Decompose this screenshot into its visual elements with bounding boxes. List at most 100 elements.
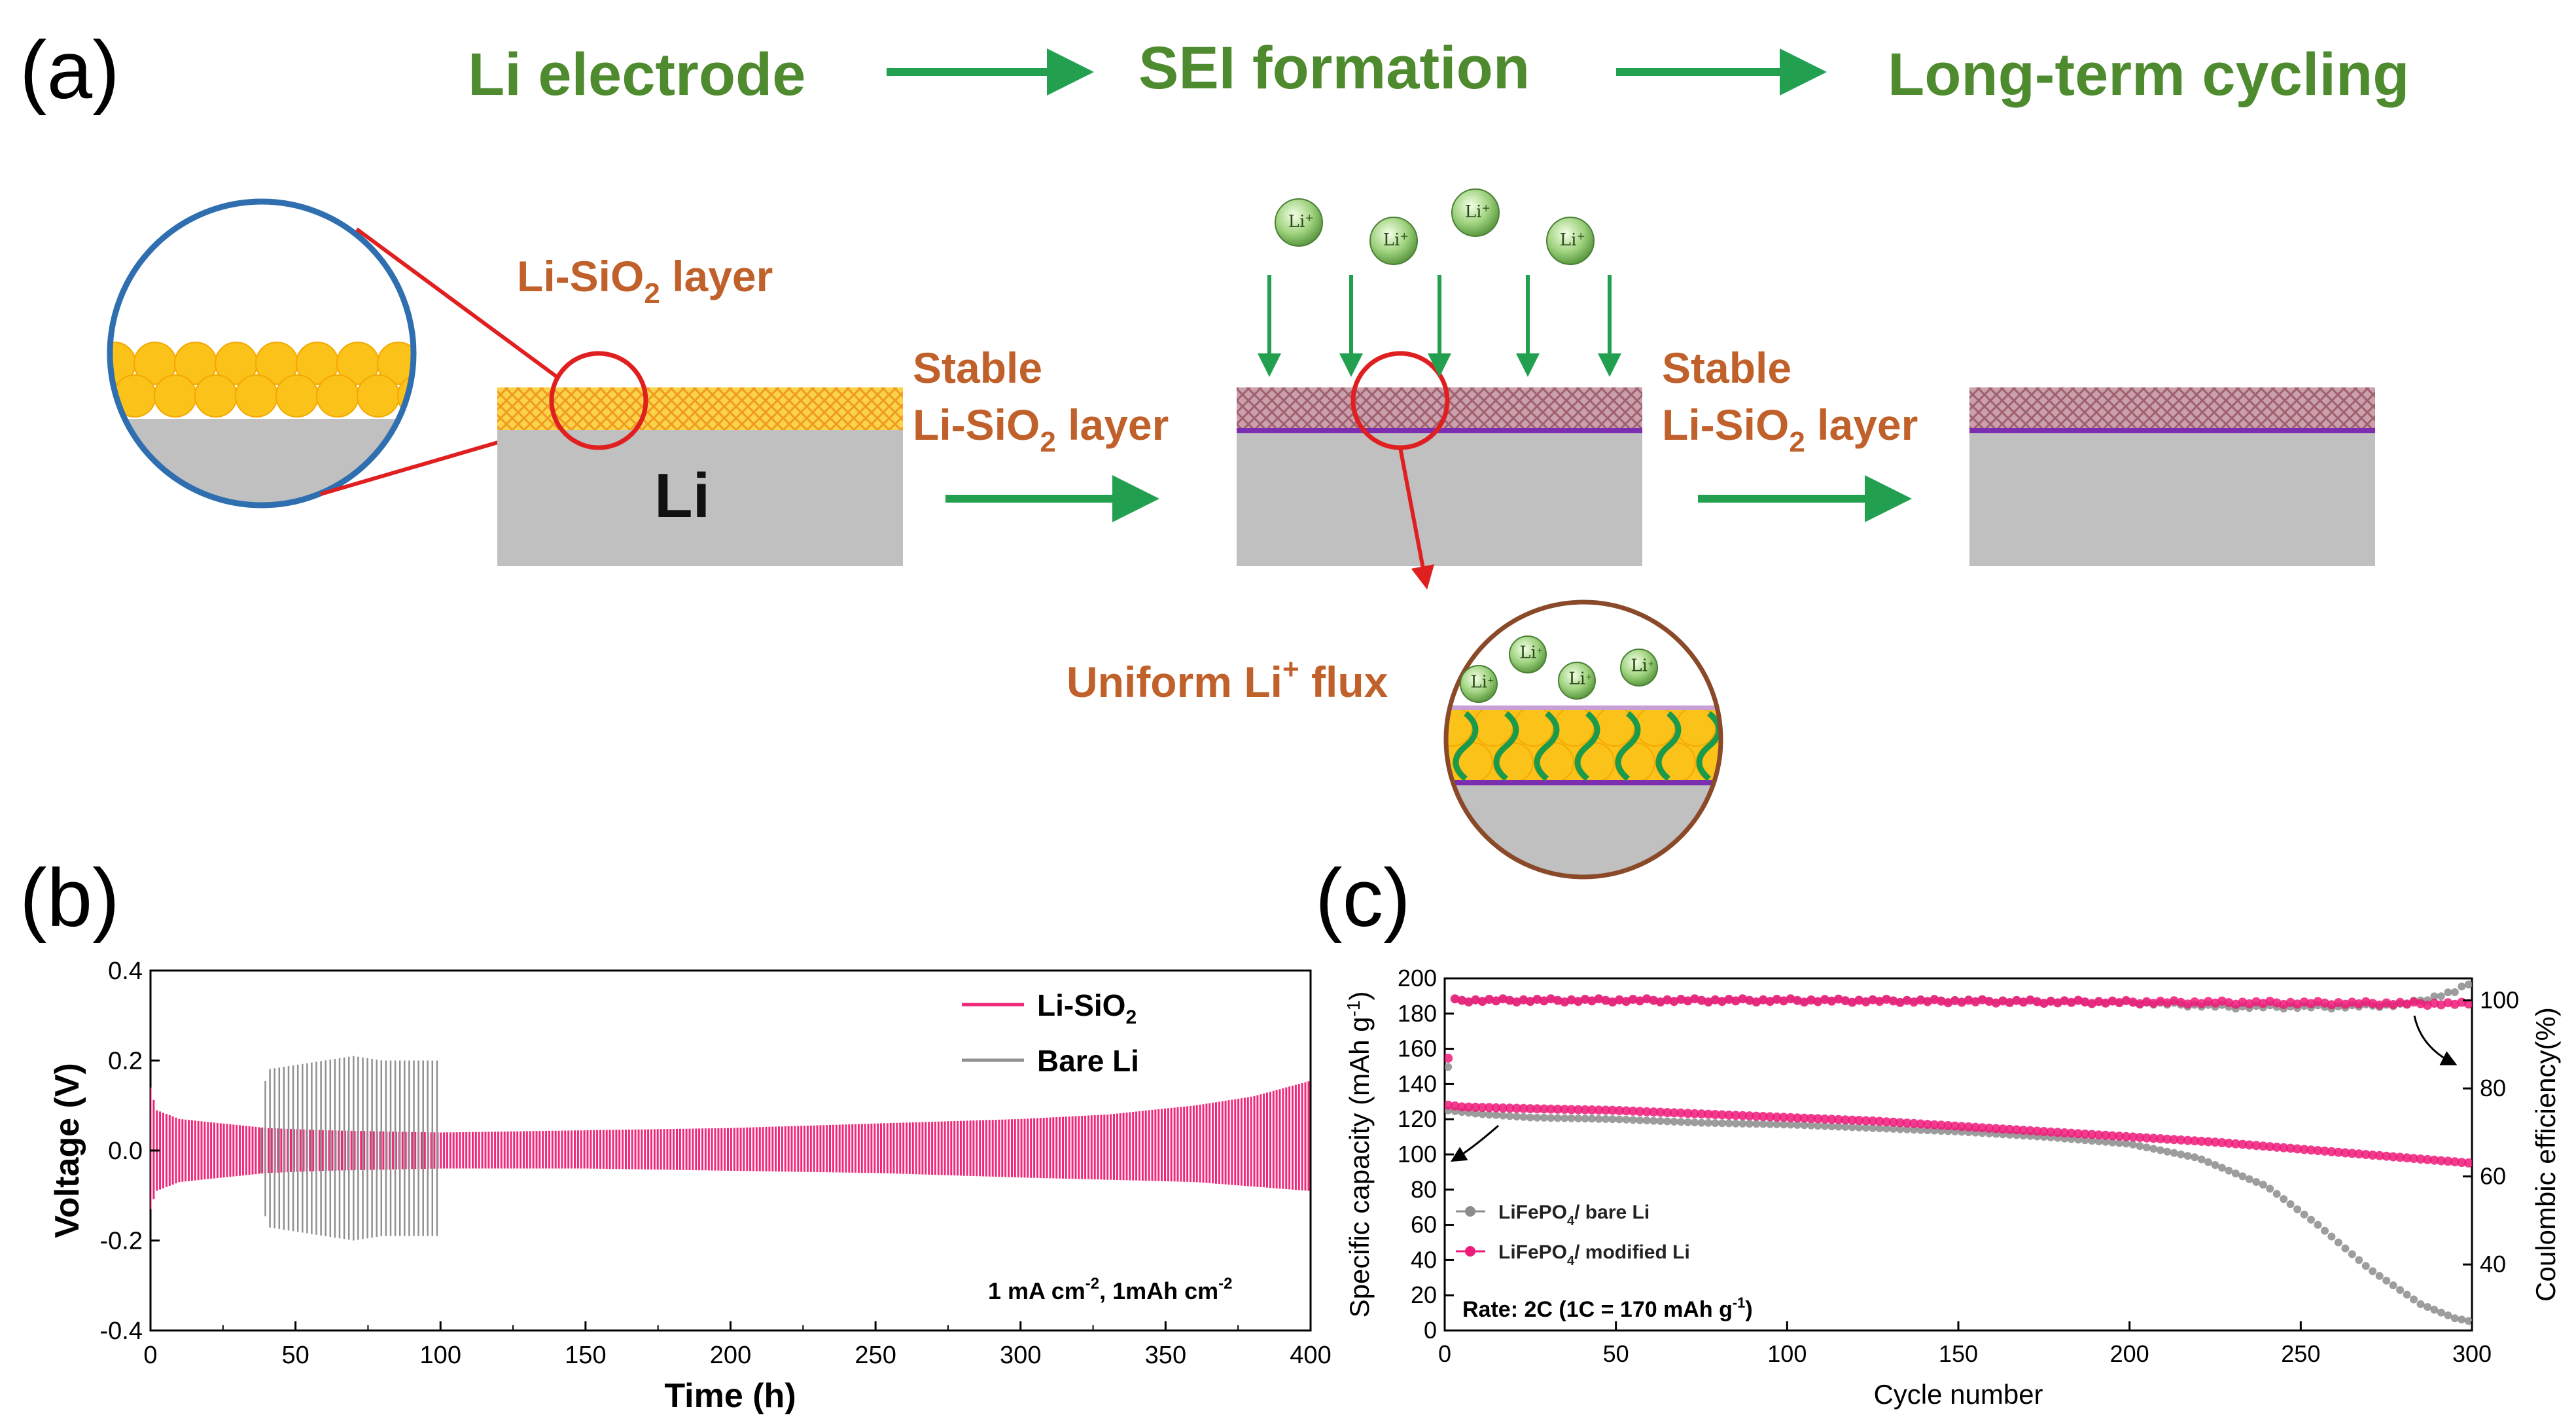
data-point (2251, 1141, 2261, 1151)
panel-a-letter: (a) (20, 25, 120, 116)
data-point (2210, 998, 2220, 1008)
data-point (2313, 997, 2323, 1007)
electrode-long-term (1969, 387, 2375, 566)
trace-bare-li (260, 1056, 438, 1241)
data-point (2388, 1000, 2398, 1009)
data-point (2443, 1156, 2453, 1166)
data-point (1738, 1119, 1747, 1128)
y-tick-label-c: 200 (1398, 965, 1437, 991)
li-ion-label: Li+ (1560, 230, 1585, 250)
data-point (1875, 1124, 1884, 1133)
sei-link (1534, 711, 1560, 781)
li-ion-label: Li+ (1568, 669, 1592, 689)
data-point (1833, 994, 1843, 1004)
x-tick-label-b: 350 (1145, 1342, 1186, 1369)
y-tick-label-b: 0.4 (108, 957, 143, 985)
data-point (2231, 1169, 2240, 1178)
data-point (1457, 1102, 1467, 1112)
data-point (2142, 1133, 2151, 1143)
data-point (2348, 1250, 2356, 1258)
data-point (1766, 1120, 1774, 1128)
data-point (2307, 1215, 2315, 1224)
li-ion-label: Li+ (1288, 211, 1314, 232)
sei-link (1493, 711, 1519, 781)
data-point (2347, 997, 2357, 1007)
data-point (2374, 1151, 2384, 1160)
data-point (2272, 1142, 2282, 1152)
data-point (1882, 1117, 1892, 1127)
data-point (2327, 1147, 2337, 1156)
sei-link (1453, 711, 1479, 781)
data-point (2053, 1128, 2062, 1137)
data-point (2087, 999, 2097, 1009)
data-point (2251, 997, 2261, 1007)
data-point (1505, 1103, 1515, 1113)
data-point (2396, 1286, 2405, 1294)
data-point (1903, 1125, 1911, 1133)
y2-tick-label-c: 40 (2480, 1251, 2506, 1277)
y-tick-label-c: 40 (1411, 1246, 1437, 1273)
li-ion-label: Li+ (1519, 643, 1543, 663)
data-point (1731, 996, 1740, 1006)
data-point (1464, 997, 1473, 1007)
data-point (1526, 1113, 1534, 1122)
y-tick-label-c: 60 (1411, 1211, 1437, 1238)
data-point (2403, 1291, 2411, 1299)
data-point (1854, 1116, 1864, 1125)
data-point (2252, 1178, 2261, 1186)
li-metal-label: Li (654, 461, 710, 531)
data-point (1848, 1123, 1856, 1132)
y2-tick-label-c: 100 (2480, 987, 2519, 1014)
data-point (2149, 1145, 2158, 1153)
data-point (2081, 1136, 2089, 1145)
left-axis-pointer (1450, 1124, 1499, 1162)
data-point (2436, 1000, 2446, 1010)
data-point (2183, 999, 2193, 1009)
data-point (1636, 1116, 1644, 1124)
data-point (1677, 1118, 1685, 1126)
data-point (2197, 1155, 2206, 1164)
data-point (1854, 995, 1864, 1005)
data-point (1628, 995, 1638, 1004)
data-point (2388, 1152, 2398, 1162)
data-point (1936, 1120, 1946, 1130)
data-point (1841, 996, 1850, 1006)
data-point (1478, 1110, 1487, 1118)
data-point (2060, 996, 2070, 1006)
data-point (2437, 1308, 2445, 1317)
data-point (2464, 980, 2472, 989)
data-point (2272, 998, 2282, 1008)
data-point (1445, 1053, 1453, 1063)
legend-marker-bare (1465, 1206, 1475, 1217)
data-point (1690, 1109, 1699, 1118)
data-point (1807, 1121, 1815, 1130)
electrode-sei-formation (1237, 351, 1642, 590)
data-point (1765, 1112, 1775, 1122)
data-point (2416, 999, 2426, 1009)
data-point (1841, 1115, 1850, 1125)
data-point (1710, 995, 1720, 1005)
data-point (1533, 1113, 1542, 1122)
data-point (1977, 995, 1987, 1005)
data-point (1553, 1114, 1562, 1122)
data-point (1731, 1111, 1740, 1120)
data-point (2354, 999, 2364, 1009)
series-bare-li (260, 1056, 438, 1241)
data-point (2025, 1126, 2035, 1135)
y-tick-label-c: 160 (1398, 1035, 1437, 1062)
data-point (2088, 1137, 2096, 1145)
data-point (2245, 1175, 2253, 1183)
li-ion: Li+ (1460, 665, 1498, 703)
data-point (1820, 995, 1829, 1005)
data-point (1950, 1121, 1960, 1131)
x-tick-label-b: 50 (281, 1342, 309, 1369)
data-point (1861, 1124, 1870, 1132)
data-point (2320, 1146, 2329, 1156)
data-point (2019, 1126, 2028, 1135)
sio2-particle (275, 374, 319, 418)
data-point (1943, 998, 1953, 1008)
zoom-marker-circle (549, 351, 648, 450)
data-point (2135, 1133, 2145, 1143)
data-point (2293, 1144, 2303, 1154)
